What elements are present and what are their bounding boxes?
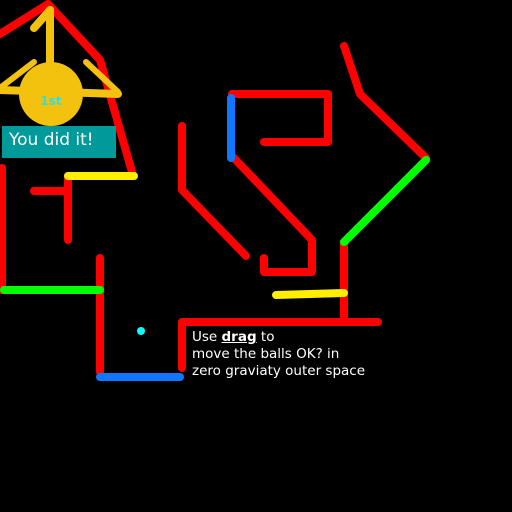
instructions-line1-suffix: to [256,329,275,345]
instructions-keyword: drag [221,329,257,345]
trophy-icon [0,6,122,126]
wall-bottom-frame [178,318,382,372]
rank-badge-text: 1st [40,94,62,108]
instructions-line-3: zero graviaty outer space [192,363,366,379]
wall-diagonal-left [178,122,250,260]
instructions-line-2: move the balls OK? in [192,346,340,362]
wall-top-left-arm [0,0,136,176]
wall-right-zigzag [340,42,430,162]
instructions-line-1: Use drag to [192,329,365,346]
ball[interactable] [137,327,145,335]
wall-s-shape [228,90,332,146]
bumper-green-right [340,156,430,246]
win-banner: You did it! [2,126,116,158]
instructions-prefix: Use [192,329,222,345]
wall-s-lower [228,152,316,276]
instructions-text: Use drag to move the balls OK? in zero g… [192,329,365,380]
bumper-yellow-middle [272,289,348,299]
